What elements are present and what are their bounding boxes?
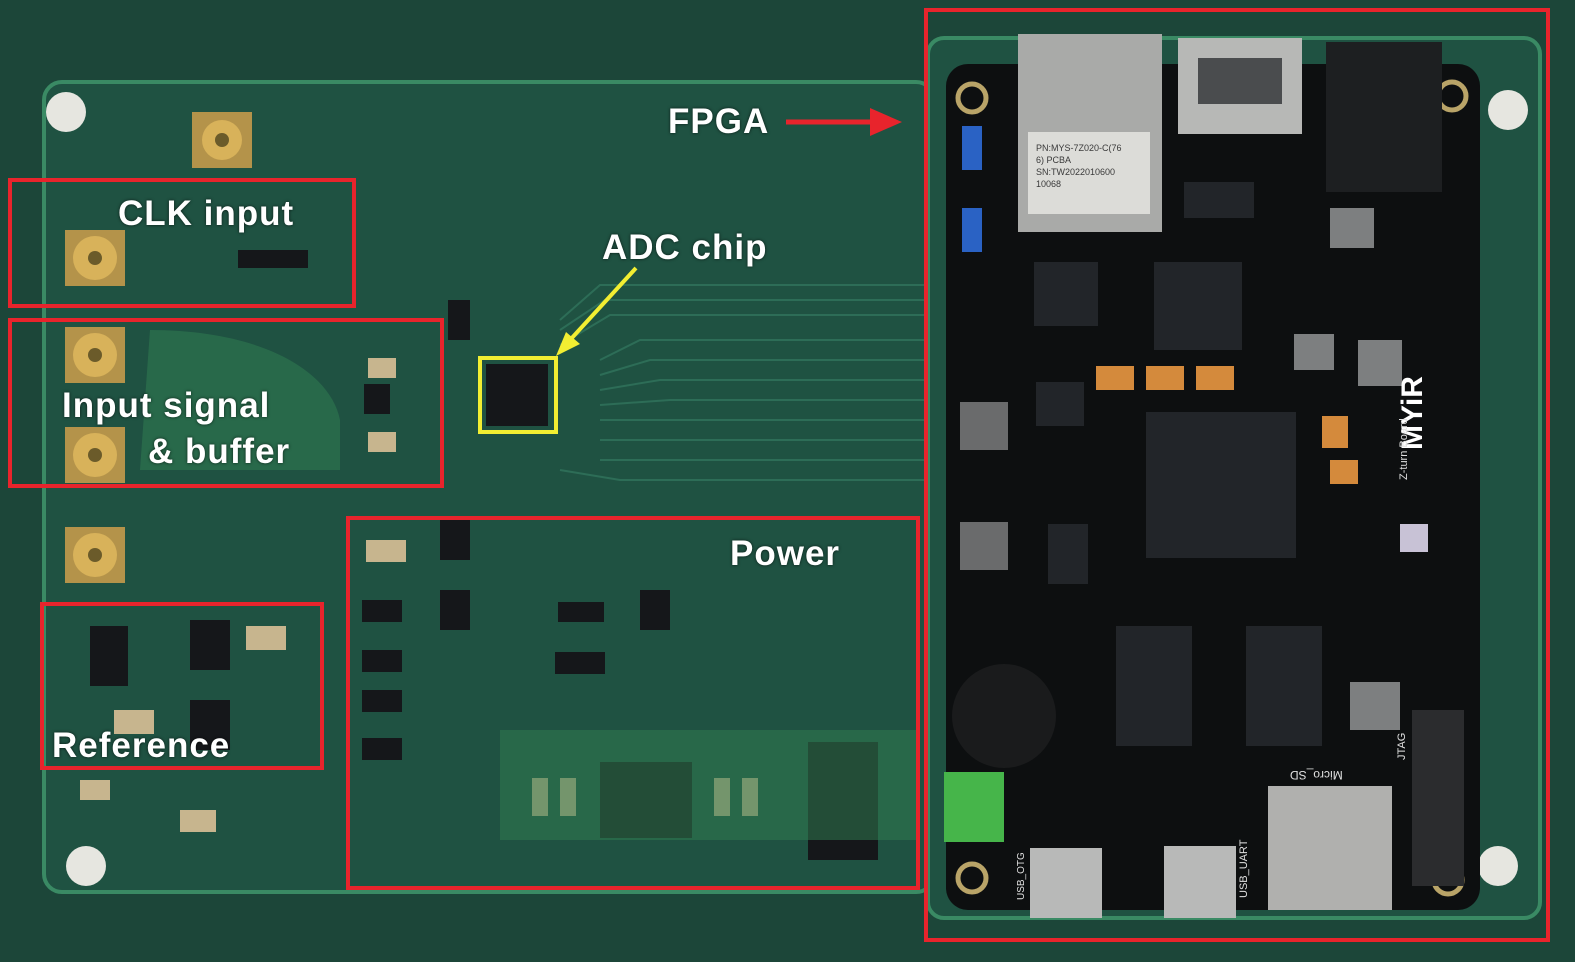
input-signal-box: [8, 318, 444, 488]
usb-uart-port: [1164, 846, 1236, 918]
adc-chip-box: [478, 356, 558, 434]
buffer-label: & buffer: [148, 432, 291, 471]
fpga-box: [924, 8, 1550, 942]
sticker-line: SN:TW2022010600: [1036, 167, 1116, 177]
sticker-line: PN:MYS-7Z020-C(76: [1036, 143, 1122, 153]
fpga-chips: [1034, 182, 1322, 746]
clk-input-box: [8, 178, 356, 308]
mounting-posts: [46, 90, 1528, 886]
sticker-line: 10068: [1036, 179, 1062, 189]
terminal-block: [944, 772, 1004, 842]
buzzer: [952, 664, 1056, 768]
input-signal-label: Input signal: [62, 386, 271, 425]
jtag-header: [1412, 710, 1464, 886]
sticker-line: 6) PCBA: [1036, 155, 1072, 165]
dc-jack: [1326, 42, 1442, 192]
power-label: Power: [730, 534, 841, 573]
fpga-label: FPGA: [668, 102, 770, 141]
reference-label: Reference: [52, 726, 231, 765]
microsd-slot: [1268, 786, 1392, 910]
tantalum-caps: [1096, 366, 1358, 484]
reference-box: [40, 602, 324, 770]
fpga-sticker: PN:MYS-7Z020-C(76 6) PCBA SN:TW202201060…: [1036, 142, 1148, 190]
sma-connectors: [65, 112, 252, 583]
inductors: [1294, 208, 1402, 730]
usb-otg-port: [1030, 848, 1102, 918]
clk-input-label: CLK input: [118, 194, 295, 233]
power-box: [346, 516, 920, 890]
adc-chip-label: ADC chip: [602, 228, 768, 267]
